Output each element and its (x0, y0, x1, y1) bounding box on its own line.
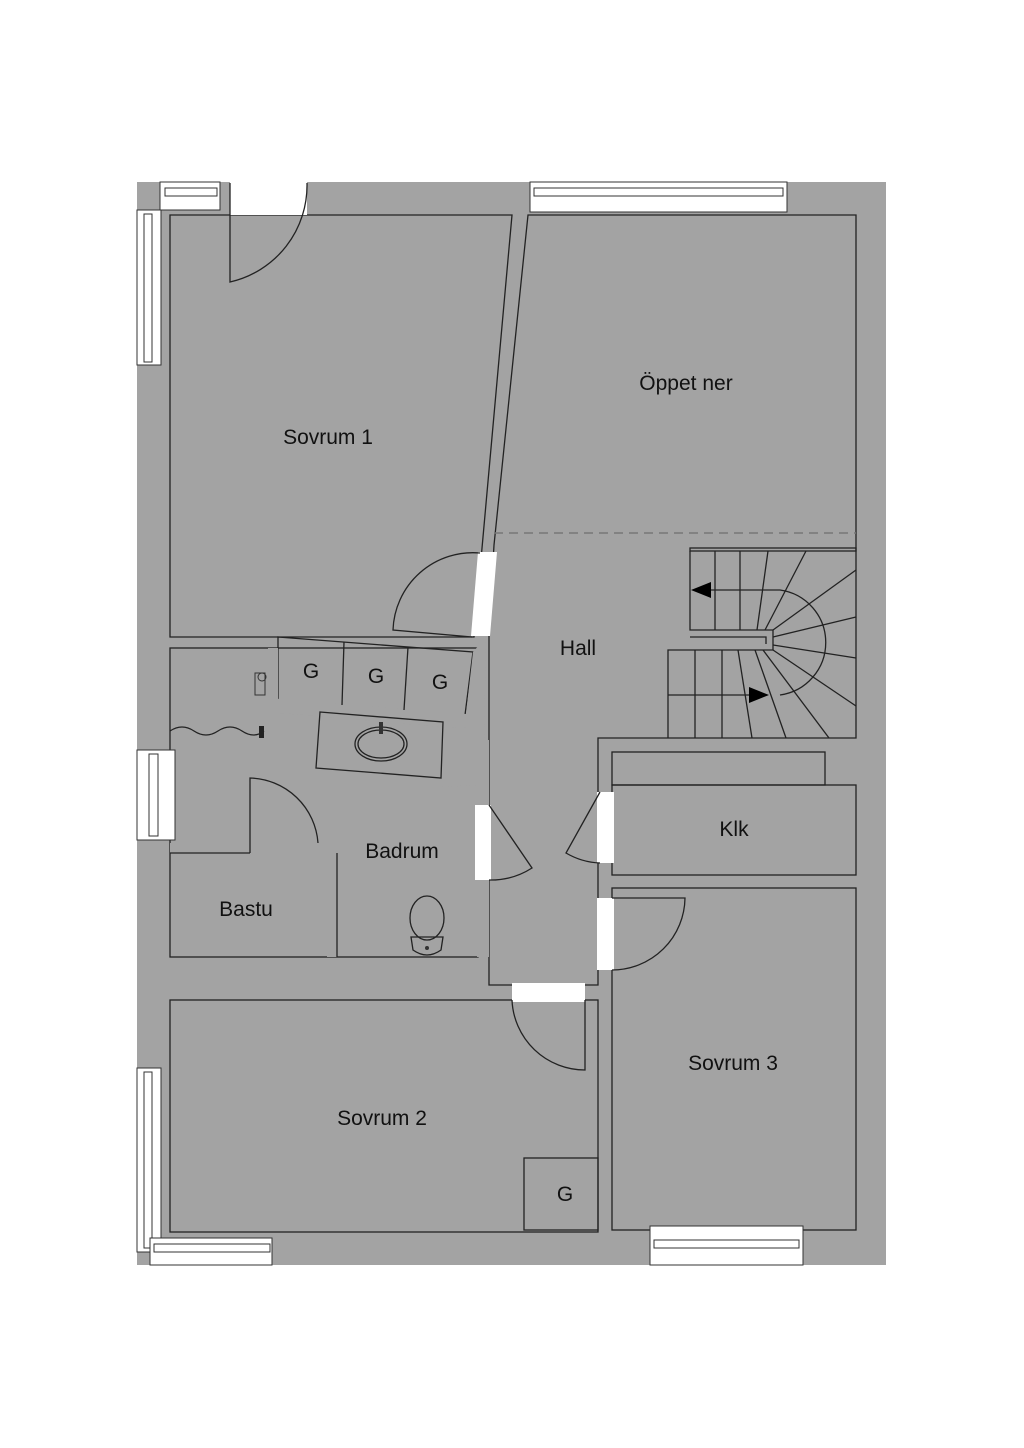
door-opening-sovrum1 (471, 552, 497, 636)
door-bastu[interactable] (249, 777, 319, 853)
stair-arrow-down-icon (749, 687, 769, 703)
staircase (667, 547, 857, 739)
door-klk[interactable] (565, 791, 601, 864)
door-opening-klk (597, 792, 614, 863)
shower-icon (254, 672, 267, 696)
storage-box-sovrum2 (523, 1157, 599, 1231)
shower-curtain (169, 726, 265, 736)
bastu-wall-top (170, 843, 250, 853)
door-opening-top (230, 182, 307, 215)
klk-shelf (611, 751, 826, 786)
bastu-wall-side (327, 853, 337, 957)
label-klk: Klk (719, 818, 749, 841)
window-top-right (529, 181, 788, 213)
label-storage: G (303, 660, 319, 683)
window-left-bottom (136, 1067, 273, 1266)
window-left-bath (136, 749, 176, 841)
shower-wall (268, 648, 278, 740)
door-opening-badrum (475, 805, 491, 880)
label-storage: G (368, 665, 384, 688)
door-sovrum2[interactable] (511, 999, 586, 1071)
label-bastu: Bastu (219, 898, 273, 921)
door-sovrum1[interactable] (392, 552, 481, 638)
room-sovrum1 (169, 214, 513, 638)
door-badrum[interactable] (488, 804, 533, 881)
label-sovrum3: Sovrum 3 (688, 1052, 778, 1075)
label-badrum: Badrum (365, 840, 439, 863)
label-oppet-ner: Öppet ner (639, 372, 732, 395)
room-sovrum2 (169, 999, 599, 1233)
window-bottom-right (649, 1225, 804, 1266)
label-hall: Hall (560, 637, 596, 660)
label-sovrum2: Sovrum 2 (337, 1107, 427, 1130)
stair-arrow-up-icon (691, 582, 711, 598)
outer-walls (137, 182, 886, 1265)
window-left-top (136, 209, 162, 366)
label-sovrum1: Sovrum 1 (283, 426, 373, 449)
door-sovrum1-top[interactable] (229, 182, 308, 283)
window-top-left (159, 181, 221, 211)
label-storage: G (557, 1183, 573, 1206)
label-storage: G (432, 671, 448, 694)
door-opening-sovrum3 (597, 898, 614, 970)
storage-wall (268, 698, 466, 728)
bath-wall-lower (477, 880, 489, 957)
sink-counter (315, 711, 444, 779)
bastu-wall-jamb (315, 843, 337, 853)
hall-bath-wall (441, 637, 489, 805)
door-opening-sovrum2 (512, 983, 585, 1002)
door-sovrum3[interactable] (611, 897, 686, 971)
toilet-icon (409, 895, 445, 956)
